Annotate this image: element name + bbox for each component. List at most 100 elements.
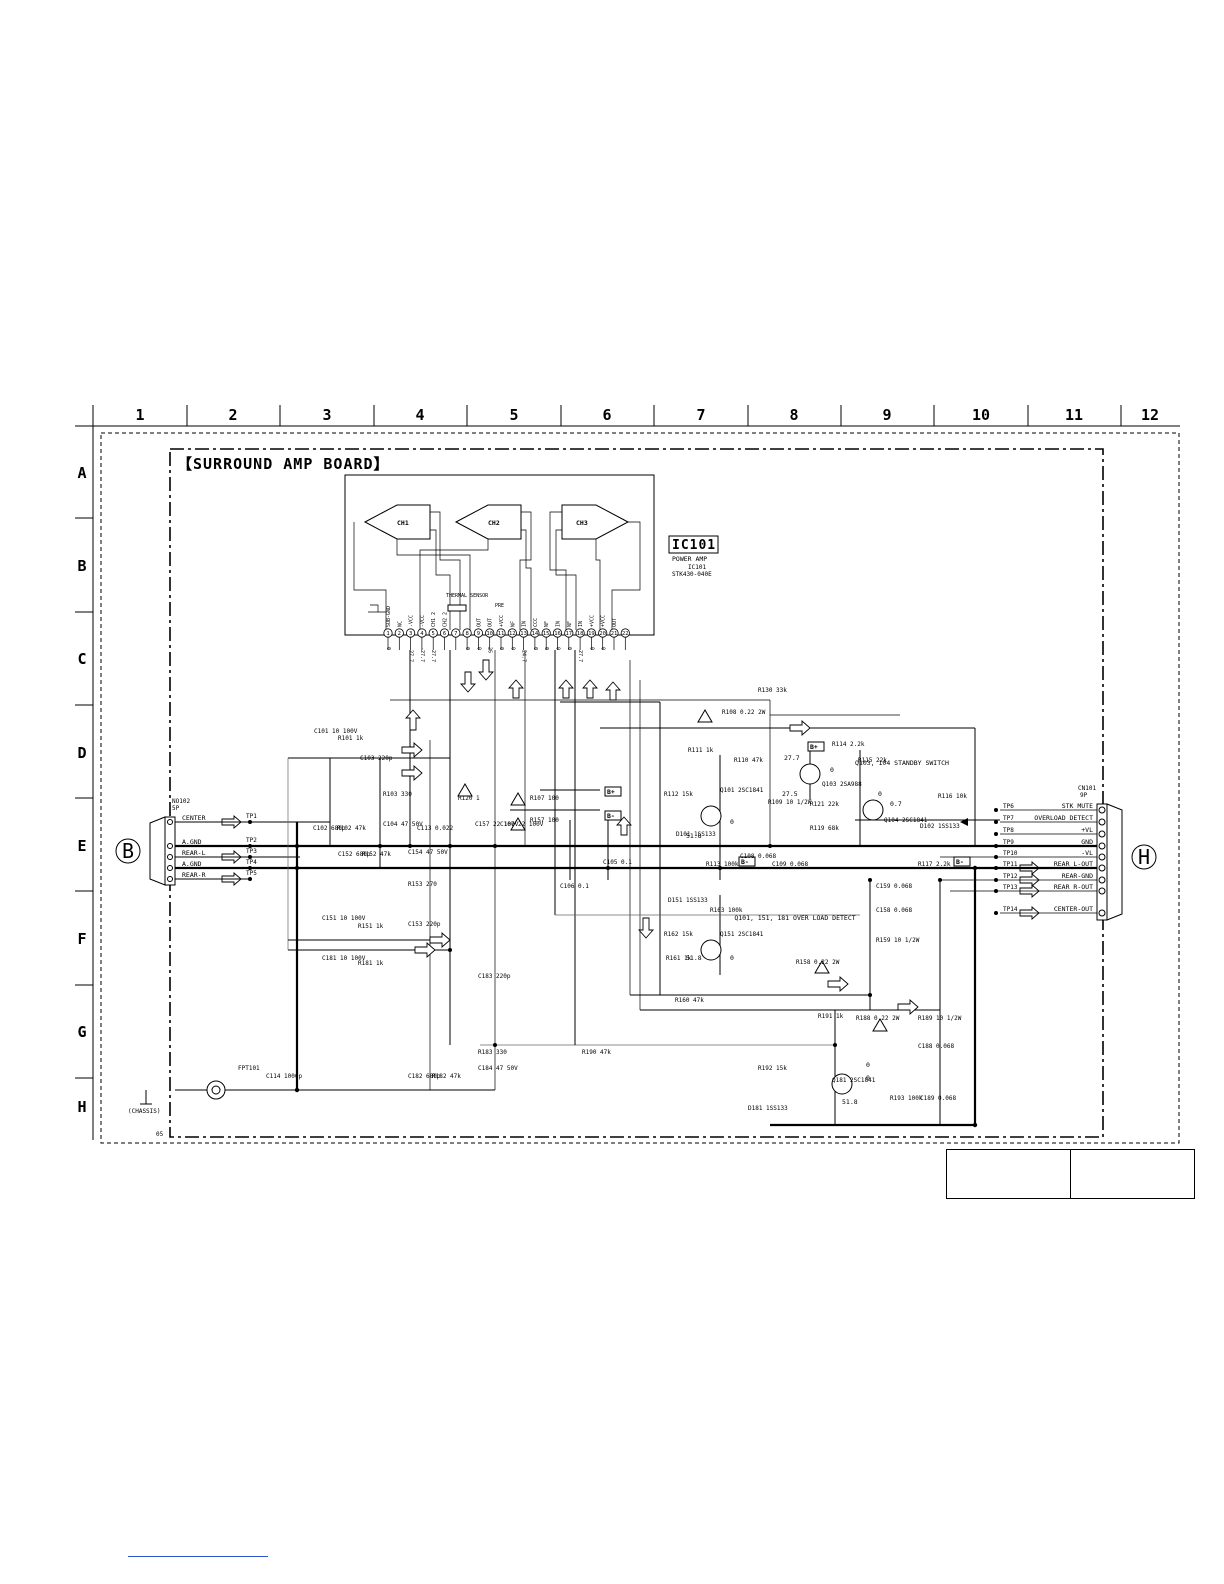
component-label: R163 100k — [710, 907, 743, 914]
component-label: C158 0.068 — [876, 907, 913, 914]
component-label: Q103 2SA988 — [822, 781, 862, 788]
connector-b-signal: A.GND — [182, 860, 202, 868]
test-point: TP8 — [1003, 827, 1014, 834]
ic-pin-name: +VCC — [499, 615, 505, 627]
node-voltage: 0 — [866, 1061, 870, 1069]
ic-pin-number: 11 — [498, 631, 505, 637]
component-label: R188 0.22 2W — [856, 1015, 900, 1022]
column-label-4: 4 — [415, 406, 424, 424]
ic-pin-number: 14 — [532, 631, 539, 637]
ic-pin-number: 8 — [465, 631, 468, 637]
component-label: R162 15k — [664, 931, 693, 938]
component-label: D101 1SS133 — [676, 831, 716, 838]
component-label: C105 0.1 — [603, 859, 632, 866]
footer-link-underline[interactable] — [128, 1556, 268, 1557]
component-label: Q101 2SC1841 — [720, 787, 764, 794]
component-label: C109 0.068 — [772, 861, 809, 868]
ch3-amplifier: CH3 — [561, 504, 630, 540]
test-point: TP1 — [246, 813, 257, 820]
component-label: R116 10k — [938, 793, 967, 800]
warning-icon — [814, 960, 830, 974]
ic-pin-name: NC — [397, 621, 403, 627]
component-label: R153 270 — [408, 881, 437, 888]
component-label: C157 22 100V — [475, 821, 519, 828]
component-label: R192 15k — [758, 1065, 787, 1072]
ch1-label: CH1 — [397, 519, 409, 527]
test-point: TP2 — [246, 837, 257, 844]
component-label: C106 0.1 — [560, 883, 589, 890]
component-label: R101 1k — [338, 735, 364, 742]
ic-pin-name: NF — [544, 621, 550, 627]
component-label: R109 10 1/2W — [768, 799, 812, 806]
ic-pin-number: 16 — [554, 631, 561, 637]
component-label: R159 10 1/2W — [876, 937, 920, 944]
component-label: R190 47k — [582, 1049, 611, 1056]
component-label: R152 47k — [362, 851, 391, 858]
component-label: R181 1k — [358, 960, 384, 967]
fpt101: (CHASSIS) 05 — [128, 1080, 226, 1138]
component-label: C184 47 50V — [478, 1065, 518, 1072]
connector-b-signal: REAR-L — [182, 849, 206, 857]
transistor-q181 — [831, 1073, 853, 1095]
component-label: Q104 2SC1841 — [884, 817, 928, 824]
ic-pin-name: CH2 2 — [443, 612, 449, 627]
ic-pin-voltage: -27.7 — [419, 647, 425, 662]
ic-pin-voltage: -27.7 — [408, 647, 414, 662]
ic-pin-number: 6 — [443, 631, 446, 637]
connector-b-signal: A.GND — [182, 838, 202, 846]
test-point: TP9 — [1003, 839, 1014, 846]
component-label: R183 330 — [478, 1049, 507, 1056]
pre-label: PRE — [495, 603, 504, 609]
standby-block-title: Q103, 104 STANDBY SWITCH — [855, 759, 949, 767]
component-label: R130 33k — [758, 687, 787, 694]
node-voltage: 0 — [830, 766, 834, 774]
connector-h-signal: -VL — [1081, 849, 1093, 857]
row-label-e: E — [77, 837, 86, 855]
ic101-part: STK430-040E — [672, 571, 712, 578]
column-label-2: 2 — [228, 406, 237, 424]
transistors — [700, 763, 884, 1095]
connector-h-signal: OVERLOAD DETECT — [1034, 814, 1093, 822]
transistor-q151 — [700, 939, 722, 961]
component-label: R119 68k — [810, 825, 839, 832]
ch1-amplifier: CH1 — [363, 504, 431, 540]
ic-pin-voltage: 26 — [487, 647, 493, 653]
ic-pin-number: 12 — [509, 631, 516, 637]
board-title: 【SURROUND AMP BOARD】 — [177, 455, 390, 473]
warning-icon — [697, 709, 713, 723]
node-voltage: 51.8 — [686, 954, 702, 962]
test-point: TP7 — [1003, 815, 1014, 822]
component-label: C113 0.022 — [417, 825, 454, 832]
warning-icon — [510, 792, 526, 806]
ch2-amplifier: CH2 — [454, 504, 522, 540]
node-voltage: 0.7 — [890, 800, 902, 808]
component-label: C159 0.068 — [876, 883, 913, 890]
warning-icons — [457, 709, 888, 1032]
column-label-11: 11 — [1065, 406, 1083, 424]
column-ruler: 1 2 3 4 5 6 7 8 9 10 11 12 — [75, 405, 1180, 427]
column-label-3: 3 — [322, 406, 331, 424]
component-label: Q151 2SC1841 — [720, 931, 764, 938]
ic-pin-name: OUT — [488, 618, 494, 627]
component-label: R103 330 — [383, 791, 412, 798]
ic-pin-name: -VCC — [409, 615, 415, 627]
sheet-code: 05 — [156, 1131, 164, 1138]
test-point: TP11 — [1003, 861, 1018, 868]
connector-h-signal: STK MUTE — [1062, 802, 1093, 810]
component-label: D151 1SS133 — [668, 897, 708, 904]
warning-icon — [457, 783, 473, 797]
signal-arrows — [401, 659, 919, 1015]
node-voltage: 27.5 — [782, 790, 798, 798]
row-label-f: F — [77, 930, 86, 948]
connector-b-signal: CENTER — [182, 814, 206, 822]
component-label: R107 100 — [530, 795, 559, 802]
ic-pin-number: 22 — [622, 631, 629, 637]
transistor-q101 — [700, 805, 722, 827]
node-voltage: 51.8 — [842, 1098, 858, 1106]
ic-pin-name: CCC — [533, 618, 539, 627]
component-label: R102 47k — [337, 825, 366, 832]
test-point: TP4 — [246, 859, 257, 866]
